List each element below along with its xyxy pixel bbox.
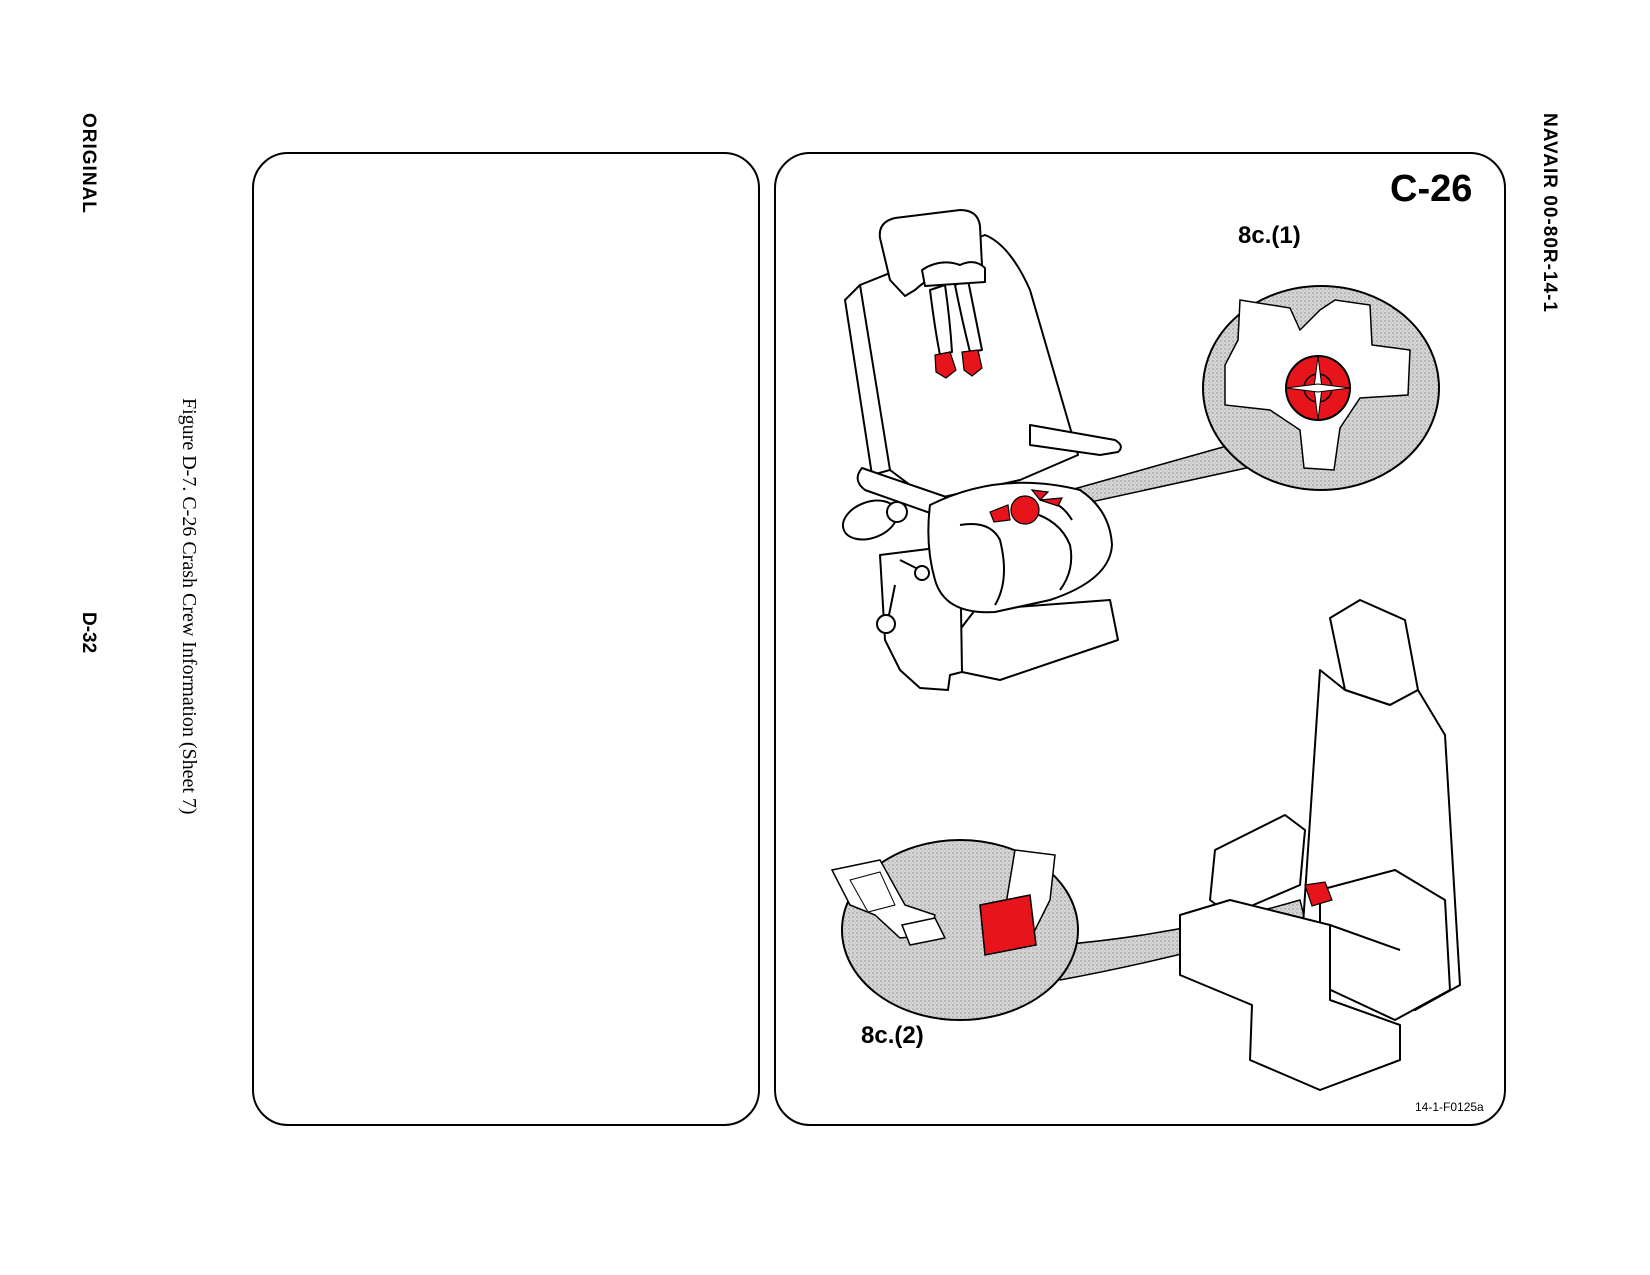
lap-belt-highlight <box>1304 881 1333 907</box>
lap-belt-callout <box>830 839 1079 1021</box>
passenger-seat-drawing <box>1057 599 1461 1091</box>
blank-panel <box>252 152 760 1126</box>
release-buckle-callout <box>1202 285 1440 491</box>
crew-seat-drawing <box>841 209 1261 691</box>
step-label-8c-1: 8c.(1) <box>1238 222 1301 249</box>
harness-fittings-highlight <box>934 349 1064 525</box>
figure-code: 14-1-F0125a <box>1415 1100 1484 1114</box>
step-label-8c-2: 8c.(2) <box>861 1022 924 1049</box>
aircraft-title: C-26 <box>1390 168 1473 210</box>
